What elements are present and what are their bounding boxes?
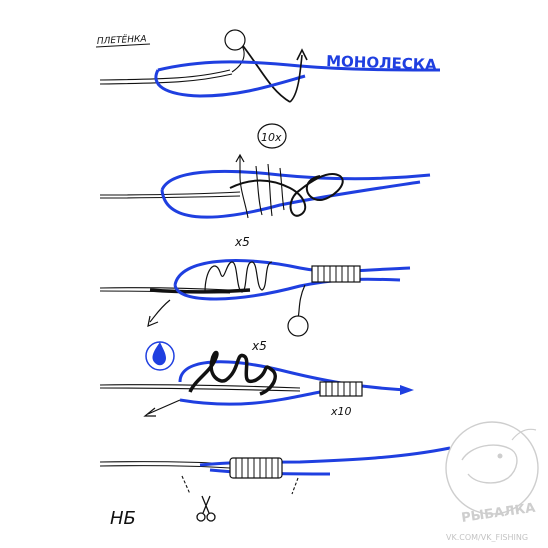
mono-line [157, 60, 441, 72]
drop-icon [152, 342, 166, 366]
step4-tail-count: x10 [330, 405, 352, 418]
mono-label: МОНОЛЕСКА [326, 52, 438, 74]
step-2: 10x [99, 123, 431, 219]
arrow-icon [147, 315, 159, 327]
loop-icon [257, 123, 287, 149]
step2-count: 10x [261, 131, 282, 144]
step-5: НБ [99, 446, 451, 529]
loop-icon [287, 315, 309, 337]
fish-watermark: РЫБАЛКА VK.COM/VK_FISHING [445, 421, 539, 542]
arrow-icon [400, 385, 414, 395]
watermark-brand: РЫБАЛКА [460, 501, 536, 526]
arrow-icon [296, 48, 308, 61]
loop-icon [224, 29, 246, 51]
watermark-url: VK.COM/VK_FISHING [446, 533, 528, 542]
fish-watermark-icon [445, 421, 539, 515]
scissors-icon [196, 495, 216, 522]
braid-label-underline [95, 43, 151, 48]
braid-line [99, 69, 231, 81]
step-4: x5 x10 [99, 339, 414, 418]
arrow-icon [143, 407, 156, 417]
braid-label: ПЛЕТЁНКА [97, 33, 147, 47]
step3-count: x5 [234, 235, 250, 249]
wrap-block [319, 381, 363, 397]
arrow-icon [235, 153, 245, 163]
step-3: x5 [99, 235, 411, 337]
step4-count: x5 [251, 339, 267, 353]
signature: НБ [110, 508, 136, 529]
wrap-block [229, 457, 283, 479]
step-1: ПЛЕТЁНКА МОНОЛЕСКА [95, 29, 441, 103]
